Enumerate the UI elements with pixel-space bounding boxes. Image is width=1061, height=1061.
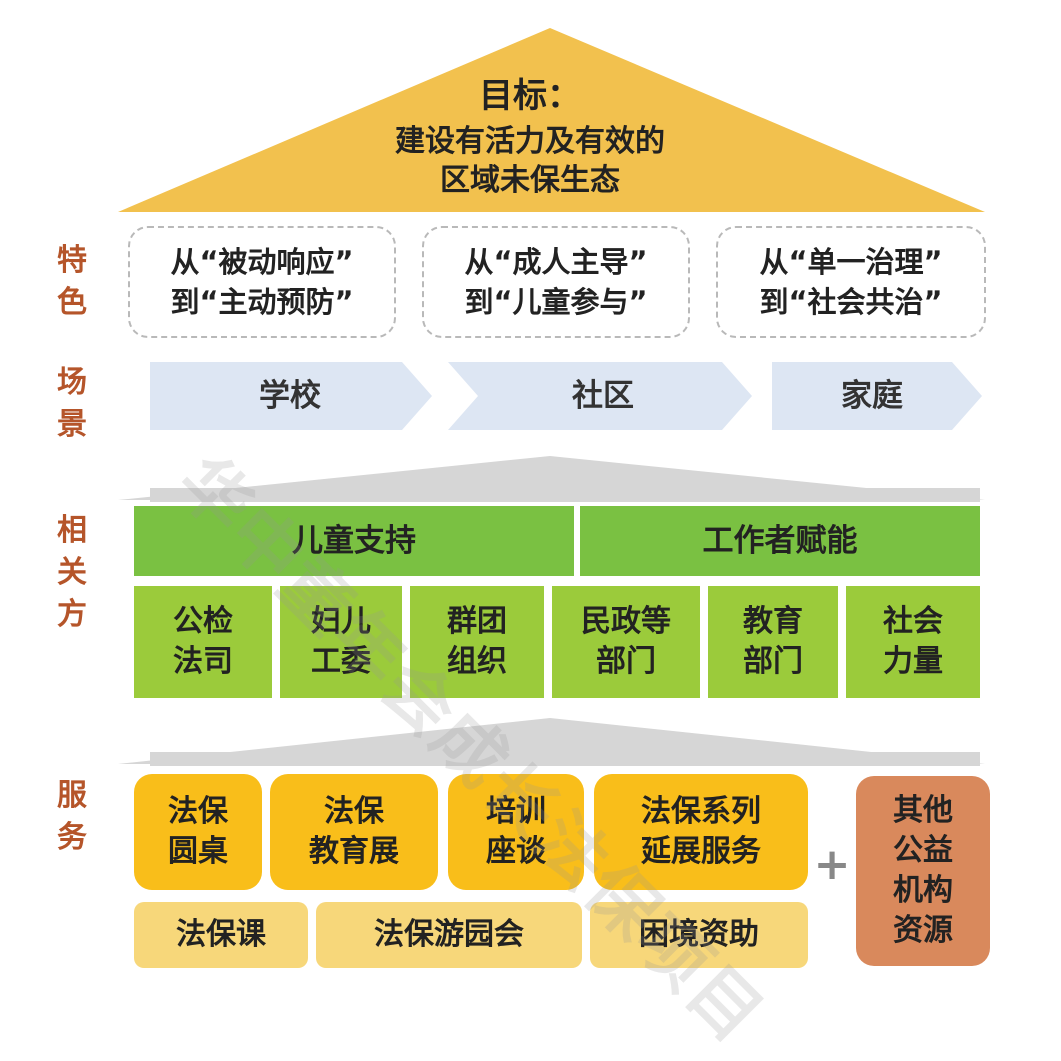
scene-label-school: 学校 [259, 378, 321, 414]
service-legal-education-exhibition: 法保 教育展 [270, 774, 438, 890]
scene-arrow-community [448, 362, 752, 430]
goal-text-line1: 建设有活力及有效的 [395, 124, 665, 159]
scene-arrow-school [150, 362, 432, 430]
goal-text-line2: 区域未保生态 [440, 163, 620, 198]
service-training-seminar: 培训 座谈 [448, 774, 584, 890]
feature-box-3: 从“单一治理” 到“社会共治” [716, 226, 986, 338]
scene-label-community: 社区 [572, 378, 634, 414]
party-public-security-judicial: 公检 法司 [134, 586, 272, 698]
feature-box-2: 从“成人主导” 到“儿童参与” [422, 226, 690, 338]
plus-icon: + [813, 839, 851, 890]
service-hardship-aid: 困境资助 [590, 902, 808, 968]
scene-arrows [150, 362, 982, 430]
side-label-features: 特 色 [57, 243, 87, 320]
header-child-support: 儿童支持 [134, 506, 574, 576]
goal-roof [118, 28, 985, 212]
party-mass-organizations: 群团 组织 [410, 586, 544, 698]
service-legal-roundtable: 法保 圆桌 [134, 774, 262, 890]
header-worker-empowerment: 工作者赋能 [580, 506, 980, 576]
service-legal-class: 法保课 [134, 902, 308, 968]
party-social-forces: 社会 力量 [846, 586, 980, 698]
scene-label-family: 家庭 [841, 378, 903, 414]
roof-triangle [118, 28, 985, 212]
divider-band-1 [118, 456, 985, 502]
party-education-dept: 教育 部门 [708, 586, 838, 698]
divider-band-2 [118, 718, 985, 766]
scene-arrow-family [772, 362, 982, 430]
goal-label: 目标： [479, 76, 581, 116]
side-label-parties: 相 关 方 [57, 513, 87, 632]
party-civil-affairs: 民政等 部门 [552, 586, 700, 698]
party-women-children-committee: 妇儿 工委 [280, 586, 402, 698]
other-charity-resources: 其他 公益 机构 资源 [856, 776, 990, 966]
side-label-services: 服 务 [57, 778, 87, 855]
service-legal-fair: 法保游园会 [316, 902, 582, 968]
side-label-scenes: 场 景 [57, 365, 87, 442]
feature-box-1: 从“被动响应” 到“主动预防” [128, 226, 396, 338]
service-extended-legal-services: 法保系列 延展服务 [594, 774, 808, 890]
